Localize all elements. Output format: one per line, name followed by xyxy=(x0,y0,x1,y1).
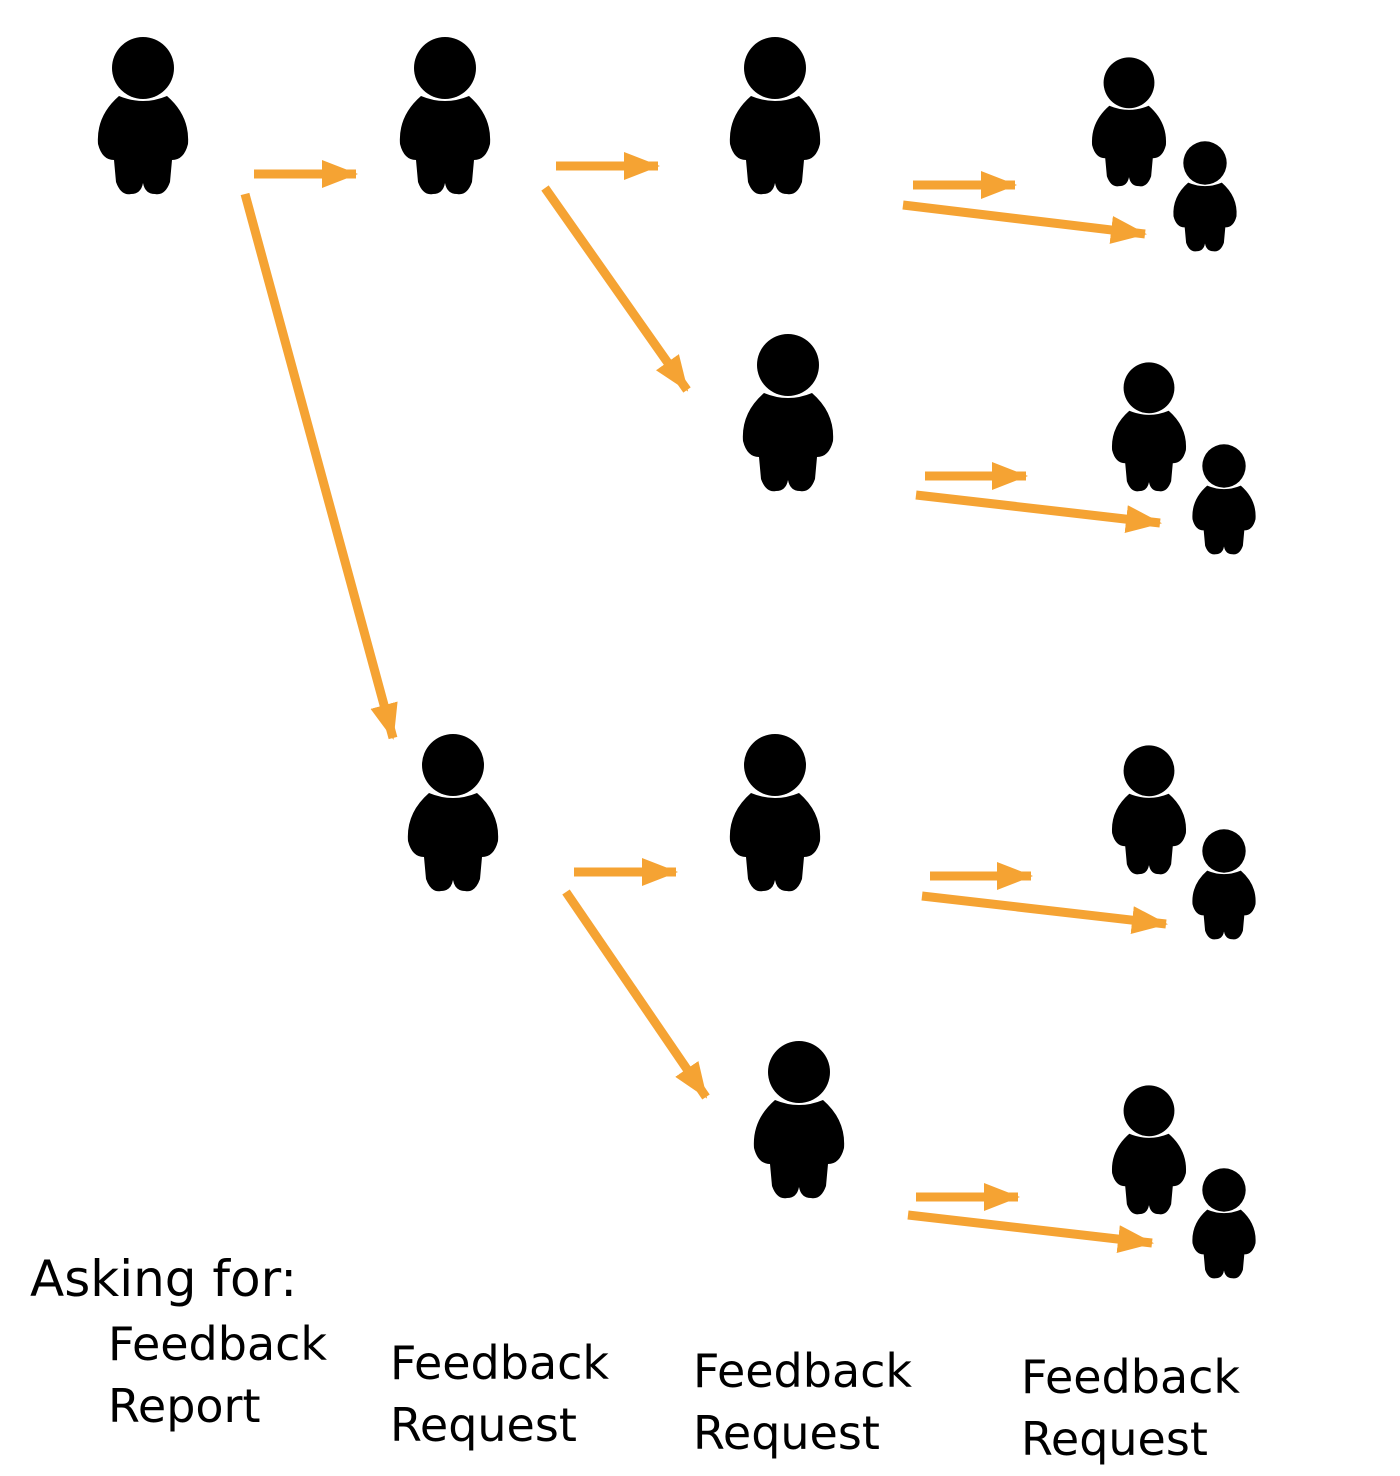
column-label-request-1: Feedback Request xyxy=(390,1332,609,1456)
column-label-line1: Feedback xyxy=(108,1317,328,1371)
person-icon xyxy=(97,37,189,195)
asking-for-title: Asking for: xyxy=(30,1250,298,1308)
column-label-line2: Request xyxy=(693,1406,880,1460)
column-label-line1: Feedback xyxy=(1021,1350,1241,1404)
person-pair-icon xyxy=(1111,1085,1256,1279)
person-icon xyxy=(742,334,834,492)
column-label-line2: Request xyxy=(1021,1412,1208,1466)
column-label-request-3: Feedback Request xyxy=(1021,1346,1240,1470)
person-icon xyxy=(729,37,821,195)
person-icon xyxy=(399,37,491,195)
arrow-icon xyxy=(921,891,1168,935)
arrow-icon xyxy=(240,192,398,740)
column-label-line1: Feedback xyxy=(390,1336,610,1390)
person-pair-icon xyxy=(1111,745,1256,940)
column-label-line2: Report xyxy=(108,1379,261,1433)
arrow-icon xyxy=(902,200,1147,244)
arrow-icon xyxy=(907,1210,1154,1254)
arrow-icon xyxy=(915,490,1162,534)
person-icon xyxy=(753,1041,845,1199)
column-label-line1: Feedback xyxy=(693,1344,913,1398)
column-label-report: Feedback Report xyxy=(108,1313,327,1437)
column-label-request-2: Feedback Request xyxy=(693,1340,912,1464)
person-icon xyxy=(729,734,821,892)
person-pair-icon xyxy=(1091,57,1237,252)
person-pair-icon xyxy=(1111,362,1256,555)
arrow-icon xyxy=(562,889,710,1100)
arrow-icon xyxy=(541,185,691,393)
column-label-line2: Request xyxy=(390,1398,577,1452)
person-icon xyxy=(407,734,499,892)
arrows xyxy=(240,152,1168,1254)
